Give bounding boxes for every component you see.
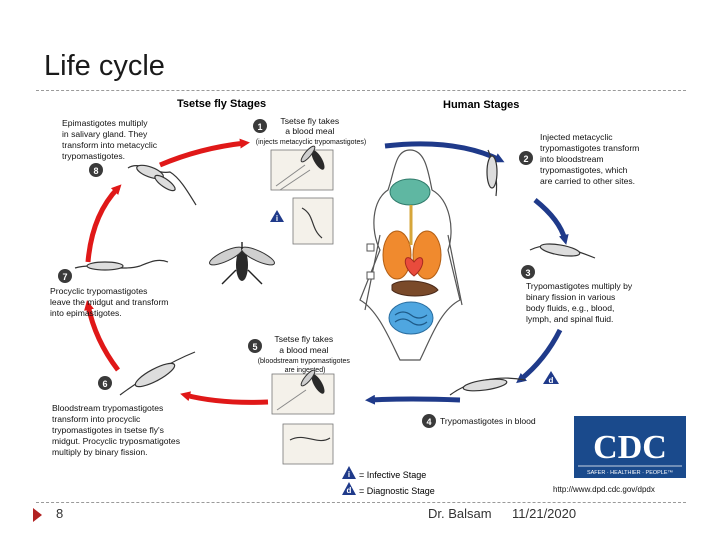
trypanosome-icon-6 (119, 351, 196, 396)
blue-arrow-4-to-5 (365, 394, 461, 405)
step-4-text: Trypomastigotes in blood (440, 416, 536, 426)
red-arrow-8-to-1 (159, 138, 250, 168)
tsetse-stages-header: Tsetse fly Stages (177, 98, 266, 110)
human-stages-header: Human Stages (443, 99, 519, 111)
step-6-badge: 6 (98, 376, 112, 390)
step-8-text: Epimastigotes multiply in salivary gland… (62, 118, 159, 161)
svg-text:2: 2 (523, 154, 528, 164)
step-7-text: Procyclic trypomastigotes leave the midg… (50, 286, 171, 318)
top-divider (36, 90, 686, 91)
step-5-badge: 5 (248, 339, 262, 353)
red-arrow-7-to-8 (85, 184, 122, 263)
footer-author: Dr. Balsam (428, 506, 492, 521)
trypanosome-icon-7 (74, 259, 169, 271)
ingested-trypanosome-icon (289, 436, 331, 442)
step-6-text: Bloodstream trypomastigotes transform in… (52, 403, 182, 457)
svg-text:CDC: CDC (593, 429, 667, 466)
step-7-badge: 7 (58, 269, 72, 283)
bottom-divider (36, 502, 686, 503)
svg-text:1: 1 (257, 122, 262, 132)
legend-diagnostic-marker: d (342, 482, 356, 495)
svg-text:SAFER · HEALTHIER · PEOPLE™: SAFER · HEALTHIER · PEOPLE™ (587, 470, 673, 476)
svg-text:d: d (549, 376, 554, 385)
step-3-badge: 3 (521, 265, 535, 279)
blue-arrow-3-to-4 (516, 328, 563, 384)
svg-text:6: 6 (102, 379, 107, 389)
cdc-url[interactable]: http://www.dpd.cdc.gov/dpdx (553, 485, 655, 494)
svg-text:5: 5 (252, 342, 257, 352)
cdc-logo: CDC SAFER · HEALTHIER · PEOPLE™ (574, 416, 686, 478)
svg-text:7: 7 (62, 272, 67, 282)
slide-title: Life cycle (44, 50, 165, 82)
infective-marker-step-1: i (270, 210, 284, 223)
svg-text:i: i (348, 470, 350, 479)
tsetse-fly-icon-step-1 (270, 145, 334, 191)
footer-date: 11/21/2020 (512, 506, 577, 521)
svg-text:8: 8 (93, 166, 98, 176)
svg-text:3: 3 (525, 268, 530, 278)
tsetse-fly-icon-step-5 (271, 369, 335, 415)
tsetse-fly-icon-center (209, 242, 275, 285)
legend-diagnostic-label: = Diagnostic Stage (359, 486, 435, 496)
step-1-text: Tsetse fly takes a blood meal (injects m… (256, 116, 366, 146)
step-4-badge: 4 (422, 414, 436, 428)
footer-arrow-icon (33, 508, 42, 522)
brain-icon (389, 178, 431, 206)
svg-text:i: i (276, 214, 278, 223)
lymph-node-icon (366, 243, 375, 280)
diagnostic-marker-step-4: d (543, 371, 559, 385)
infective-trypanosome-icon (301, 207, 323, 239)
infective-trypanosome-box (292, 197, 334, 245)
legend-infective-marker: i (342, 466, 356, 479)
trypanosome-icon-8 (127, 164, 197, 206)
legend-infective-label: = Infective Stage (359, 470, 426, 480)
step-2-text: Injected metacyclic trypomastigotes tran… (540, 132, 642, 186)
blue-arrow-2-to-3 (533, 198, 569, 245)
intestines-icon (388, 301, 434, 335)
svg-text:4: 4 (426, 417, 431, 427)
ingested-trypanosome-box (282, 423, 334, 465)
trypanosome-icon-4 (449, 377, 526, 396)
trypanosome-icon-3 (529, 243, 596, 259)
step-5-text: Tsetse fly takes a blood meal (bloodstre… (258, 334, 353, 374)
step-1-badge: 1 (253, 119, 267, 133)
red-arrow-6-to-7 (84, 300, 120, 372)
step-2-badge: 2 (519, 151, 533, 165)
svg-text:d: d (347, 486, 352, 495)
slide-number: 8 (56, 506, 64, 521)
heart-icon (404, 257, 424, 277)
step-8-badge: 8 (89, 163, 103, 177)
trypanosome-icon-2 (486, 149, 498, 197)
step-3-text: Trypomastigotes multiply by binary fissi… (526, 281, 635, 324)
liver-icon (391, 280, 439, 297)
red-arrow-5-to-6 (180, 391, 269, 405)
